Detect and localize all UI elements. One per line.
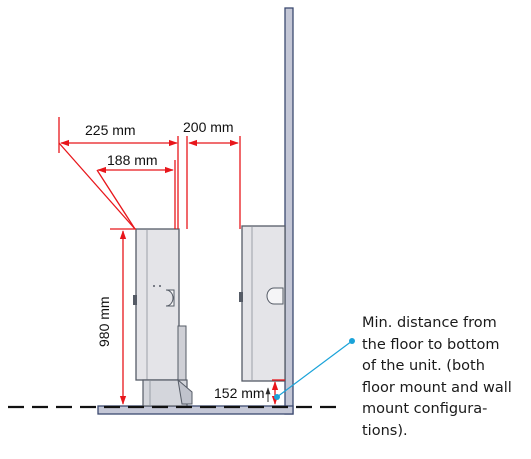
wall-mount-unit [239,225,286,382]
dimension-188-label: 188 mm [107,152,158,168]
note-line: Min. distance from [362,315,497,331]
dimension-225-label: 225 mm [85,122,136,138]
note-line: mount configura- [362,401,488,418]
clearance-note: Min. distance from the floor to bottom o… [362,313,531,443]
dimension-152-label: 152 mm [214,385,265,401]
wall [284,7,294,415]
note-line: the floor to bottom [362,336,500,353]
note-line: tions). [362,422,408,439]
floor [97,405,294,415]
dimension-980-label: 980 mm [96,296,112,347]
floor-mount-unit [133,228,193,407]
dimension-lines [58,117,285,405]
note-line: floor mount and wall [362,379,512,396]
dimension-200-label: 200 mm [183,119,234,135]
note-line: of the unit. (both [362,358,485,375]
callout-pointer [274,338,355,400]
